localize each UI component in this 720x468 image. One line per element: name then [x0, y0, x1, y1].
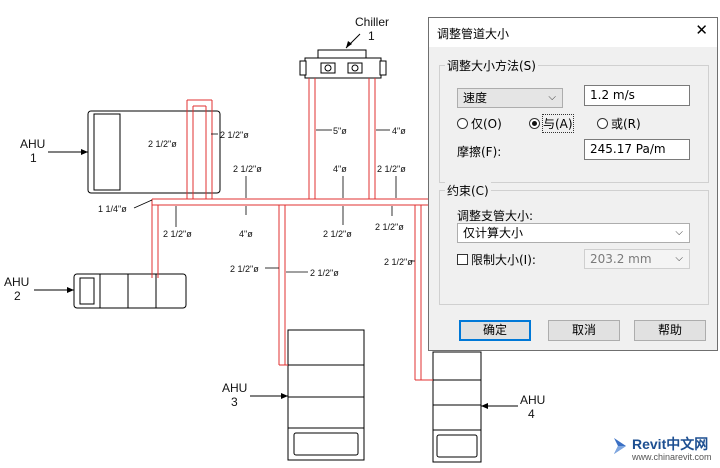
- sizing-method-group: [439, 65, 709, 183]
- pipe-size-label: 4"ø: [392, 126, 406, 136]
- ahu-2-number: 2: [14, 289, 21, 303]
- branch-sizing-select[interactable]: 仅计算大小 ⌵: [457, 223, 690, 243]
- brand-name: Revit中文网: [632, 436, 709, 452]
- limit-size-label: 限制大小(I):: [471, 253, 536, 267]
- pipe-size-label: 2 1/2"ø: [148, 139, 177, 149]
- pipe-size-label: 4"ø: [239, 229, 253, 239]
- pipe-size-label: 2 1/2"ø: [220, 130, 249, 140]
- ahu-4-name: AHU: [520, 393, 545, 407]
- ok-button[interactable]: 确定: [459, 320, 531, 341]
- ahu-1-name: AHU: [20, 137, 45, 151]
- method-select[interactable]: 速度 ⌵: [457, 88, 563, 108]
- chiller-number: 1: [368, 29, 375, 43]
- radio-only[interactable]: 仅(O): [457, 115, 502, 132]
- ahu-4-number: 4: [528, 407, 535, 421]
- branch-sizing-label: 调整支管大小:: [457, 209, 534, 223]
- cancel-button[interactable]: 取消: [548, 320, 620, 341]
- pipe-size-label: 2 1/2"ø: [384, 257, 413, 267]
- pipe-size-label: 2 1/2"ø: [310, 268, 339, 278]
- ahu-3-number: 3: [231, 395, 238, 409]
- velocity-input[interactable]: 1.2 m/s: [584, 85, 690, 106]
- pipe-size-label: 2 1/2"ø: [233, 164, 262, 174]
- limit-size-checkbox[interactable]: 限制大小(I):: [457, 251, 536, 268]
- pipe-network[interactable]: [151, 78, 433, 381]
- pipe-size-label: 1 1/4"ø: [98, 204, 127, 214]
- chevron-down-icon: ⌵: [675, 253, 683, 264]
- radio-and-label: 与(A): [542, 114, 574, 133]
- revit-logo-icon: [614, 438, 626, 454]
- radio-or[interactable]: 或(R): [597, 115, 641, 132]
- brand-watermark: Revit中文网 www.chinarevit.com: [608, 434, 718, 466]
- close-icon[interactable]: ✕: [695, 21, 708, 39]
- brand-url: www.chinarevit.com: [632, 452, 712, 462]
- limit-size-select: 203.2 mm ⌵: [584, 249, 690, 269]
- chevron-down-icon: ⌵: [548, 92, 556, 103]
- sizing-method-label: 调整大小方法(S): [445, 57, 538, 74]
- pipe-size-label: 4"ø: [333, 164, 347, 174]
- dialog-titlebar[interactable]: 调整管道大小 ✕: [429, 18, 717, 47]
- pipe-size-label: 2 1/2"ø: [377, 164, 406, 174]
- pipe-size-label: 2 1/2"ø: [163, 229, 192, 239]
- chevron-down-icon: ⌵: [675, 227, 683, 238]
- limit-size-value: 203.2 mm: [590, 252, 652, 266]
- constraints-group: [439, 190, 709, 305]
- resize-pipes-dialog: 调整管道大小 ✕ 调整大小方法(S) 速度 ⌵ 1.2 m/s 仅(O) 与(A…: [428, 17, 718, 351]
- radio-circle: [457, 118, 468, 129]
- friction-label: 摩擦(F):: [457, 145, 502, 159]
- radio-or-label: 或(R): [611, 117, 641, 131]
- constraints-label: 约束(C): [445, 182, 491, 199]
- chiller-unit[interactable]: [299, 49, 387, 79]
- pipe-size-label: 2 1/2"ø: [230, 264, 259, 274]
- ahu-2-unit[interactable]: [73, 273, 187, 309]
- branch-sizing-value: 仅计算大小: [463, 226, 524, 240]
- pipe-size-label: 5"ø: [333, 126, 347, 136]
- ahu-3-name: AHU: [222, 381, 247, 395]
- help-button[interactable]: 帮助: [634, 320, 706, 341]
- radio-circle: [597, 118, 608, 129]
- dimension-leaders: [133, 129, 415, 273]
- ahu-1-number: 1: [30, 151, 37, 165]
- ahu-1-unit[interactable]: [87, 110, 221, 194]
- ahu-2-name: AHU: [4, 275, 29, 289]
- pipe-size-label: 2 1/2"ø: [323, 229, 352, 239]
- ahu-4-unit[interactable]: [432, 351, 482, 463]
- friction-input[interactable]: 245.17 Pa/m: [584, 139, 690, 160]
- ahu-3-unit[interactable]: [287, 329, 365, 461]
- checkbox-box: [457, 254, 468, 265]
- radio-only-label: 仅(O): [471, 117, 502, 131]
- dialog-title: 调整管道大小: [437, 27, 510, 41]
- radio-circle: [529, 118, 540, 129]
- pipe-size-label: 2 1/2"ø: [375, 222, 404, 232]
- chiller-name: Chiller: [355, 15, 389, 29]
- pipe-size-labels: 2 1/2"ø 2 1/2"ø 2 1/2"ø 5"ø 4"ø 2 1/2"ø …: [98, 126, 413, 278]
- method-select-value: 速度: [463, 91, 488, 105]
- radio-and[interactable]: 与(A): [529, 114, 574, 133]
